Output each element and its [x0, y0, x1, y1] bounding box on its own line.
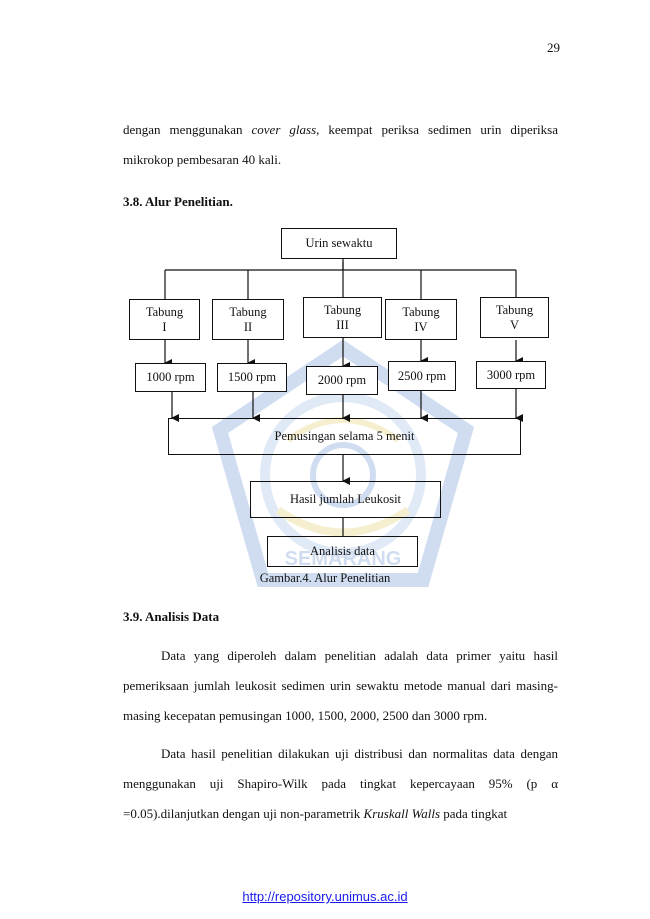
figure-caption: Gambar.4. Alur Penelitian: [259, 571, 391, 585]
flow-box-rpm-2000: 2000 rpm: [306, 366, 378, 395]
analysis-paragraph-2: Data hasil penelitian dilakukan uji dist…: [123, 746, 558, 821]
flow-box-rpm-1500: 1500 rpm: [217, 363, 287, 392]
flow-box-hasil-leukosit: Hasil jumlah Leukosit: [250, 481, 441, 518]
intro-paragraph: dengan menggunakan cover glass, keempat …: [123, 122, 558, 167]
flow-box-urin-sewaktu: Urin sewaktu: [281, 228, 397, 259]
analysis-paragraph-1: Data yang diperoleh dalam penelitian ada…: [123, 648, 558, 723]
flow-box-rpm-3000: 3000 rpm: [476, 361, 546, 389]
page-number: 29: [547, 40, 560, 55]
flow-box-analisis-data: Analisis data: [267, 536, 418, 567]
repository-link[interactable]: http://repository.unimus.ac.id: [242, 889, 408, 904]
section-heading-analisis: 3.9. Analisis Data: [123, 609, 220, 624]
flow-box-rpm-1000: 1000 rpm: [135, 363, 206, 392]
flow-box-pemusingan: Pemusingan selama 5 menit: [168, 418, 521, 455]
watermark-text: SEMARANG: [285, 548, 402, 570]
flow-box-rpm-2500: 2500 rpm: [388, 361, 456, 391]
section-heading-alur: 3.8. Alur Penelitian.: [123, 194, 233, 209]
